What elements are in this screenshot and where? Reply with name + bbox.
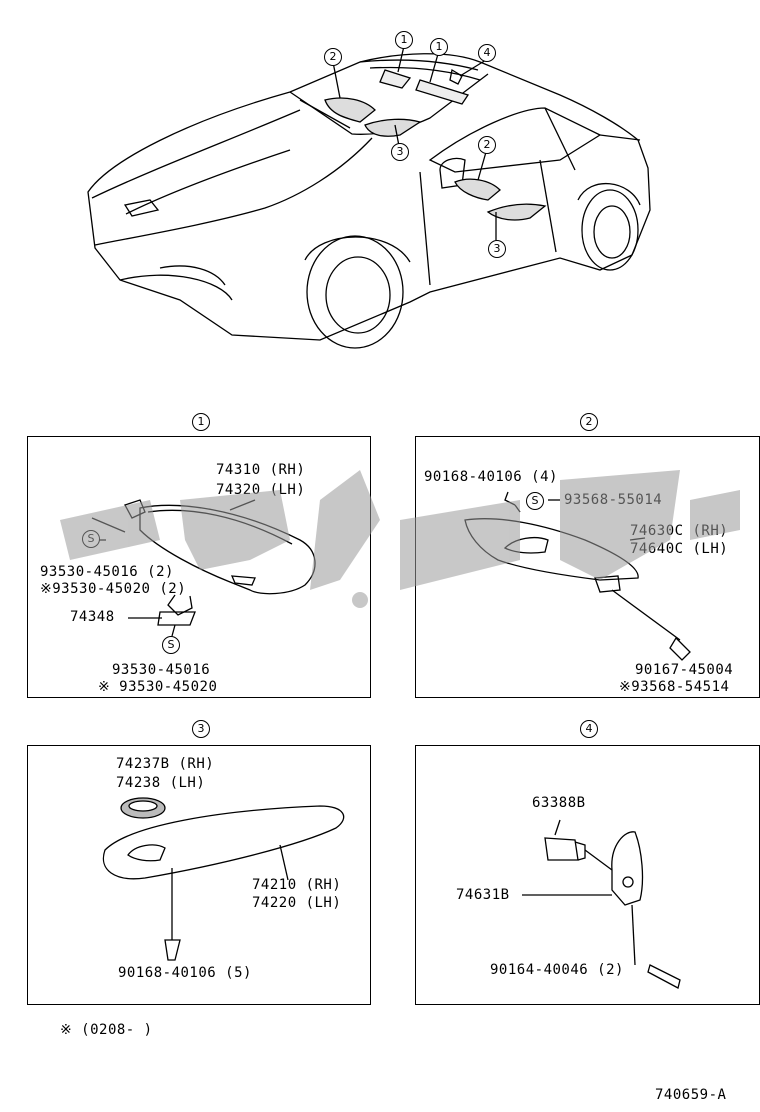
callout-2-door: 2 xyxy=(478,136,496,154)
panel-1-number: 1 xyxy=(192,413,210,431)
footnote: ※ (0208- ) xyxy=(60,1022,153,1038)
panel-4-number: 4 xyxy=(580,720,598,738)
panel-2-number: 2 xyxy=(580,413,598,431)
part-74348: 74348 xyxy=(70,609,115,625)
callout-2-top: 2 xyxy=(324,48,342,66)
s-symbol-b: S xyxy=(162,636,180,654)
part-90164-40046-2: 90164-40046 (2) xyxy=(490,962,624,978)
part-74631b: 74631B xyxy=(456,887,510,903)
part-93530-45016-2: 93530-45016 (2) xyxy=(40,564,174,580)
part-74237b: 74237B (RH) xyxy=(116,756,215,772)
diagram-id: 740659-A xyxy=(655,1087,727,1103)
part-90168-40106-4: 90168-40106 (4) xyxy=(424,469,558,485)
callout-1-left: 1 xyxy=(395,31,413,49)
part-90167-45004: 90167-45004 xyxy=(635,662,734,678)
part-74220: 74220 (LH) xyxy=(252,895,342,911)
part-90168-40106-5: 90168-40106 (5) xyxy=(118,965,252,981)
part-93568-54514: ※93568-54514 xyxy=(619,679,730,695)
callout-3-door: 3 xyxy=(488,240,506,258)
part-93530-45016: 93530-45016 xyxy=(112,662,211,678)
panel-3-number: 3 xyxy=(192,720,210,738)
s-symbol: S xyxy=(526,492,544,510)
callout-3-front: 3 xyxy=(391,143,409,161)
part-74210: 74210 (RH) xyxy=(252,877,342,893)
callout-4: 4 xyxy=(478,44,496,62)
part-74238: 74238 (LH) xyxy=(116,775,206,791)
part-63388b: 63388B xyxy=(532,795,586,811)
panel-3 xyxy=(27,745,371,1005)
part-93530-45020: ※ 93530-45020 xyxy=(98,679,218,695)
callout-1-right: 1 xyxy=(430,38,448,56)
car-overview-drawing xyxy=(87,45,651,349)
part-74310: 74310 (RH) xyxy=(216,462,306,478)
part-93530-45020-2: ※93530-45020 (2) xyxy=(40,581,187,597)
